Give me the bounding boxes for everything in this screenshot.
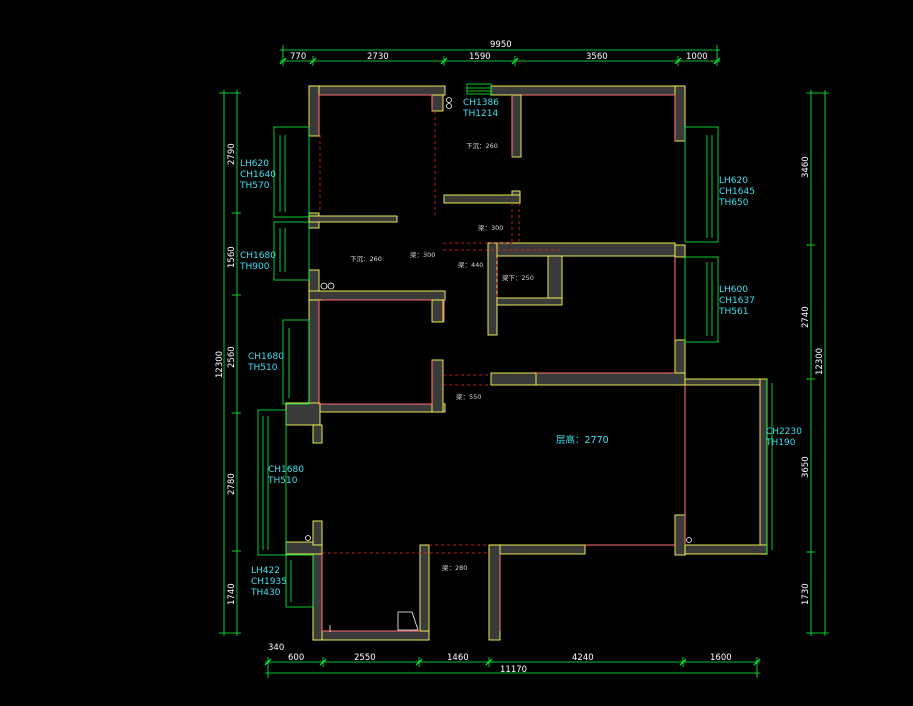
dim-bottom-seg: 2550 xyxy=(354,653,376,663)
annot-right-window-2-lh: LH600 xyxy=(719,285,748,295)
annot-left-window-1-th: TH570 xyxy=(239,181,270,191)
note-beam-under: 梁下：250 xyxy=(502,273,534,282)
annot-left-window-1-ch: CH1640 xyxy=(240,170,276,180)
annot-left-window-5-lh: LH422 xyxy=(251,566,280,576)
annot-left-window-3-th: TH510 xyxy=(247,363,278,373)
annot-left-window-2-ch: CH1680 xyxy=(240,251,276,261)
dim-top-seg: 1000 xyxy=(686,52,708,62)
dim-bottom-seg: 600 xyxy=(288,653,304,663)
dim-bottom-seg: 1460 xyxy=(447,653,469,663)
dim-left-seg: 2790 xyxy=(227,143,237,165)
walls xyxy=(285,85,768,641)
annot-right-window-1-ch: CH1645 xyxy=(719,187,755,197)
dim-left-seg: 1740 xyxy=(227,583,237,605)
annot-left-window-5-th: TH430 xyxy=(250,588,281,598)
annot-right-window-1-th: TH650 xyxy=(718,198,749,208)
dim-bottom-seg: 1600 xyxy=(710,653,732,663)
annot-top-window-th: TH1214 xyxy=(462,109,498,119)
annot-left-window-4-ch: CH1680 xyxy=(268,465,304,475)
annot-right-window-2-ch: CH1637 xyxy=(719,296,755,306)
fixtures xyxy=(305,97,692,632)
note-sunken-2: 下沉：260 xyxy=(350,255,382,263)
dim-bottom-extra: 340 xyxy=(268,643,284,653)
dim-left-seg: 2560 xyxy=(227,346,237,368)
note-beam-5: 梁：280 xyxy=(442,563,467,572)
dim-right-seg: 2740 xyxy=(801,306,811,328)
dim-right-seg: 3650 xyxy=(801,456,811,478)
dim-bottom-seg: 4240 xyxy=(572,653,594,663)
annot-left-window-4-th: TH510 xyxy=(267,476,298,486)
dim-left-seg: 2780 xyxy=(227,473,237,495)
inner-wall-lines xyxy=(318,94,686,632)
dim-top-seg: 1590 xyxy=(469,52,491,62)
window-annotations: CH1386 TH1214 LH620 CH1640 TH570 CH1680 … xyxy=(239,98,802,598)
annot-left-window-5-ch: CH1935 xyxy=(251,577,287,587)
dim-top-seg: 2730 xyxy=(367,52,389,62)
annot-right-window-3-ch: CH2230 xyxy=(766,427,802,437)
note-beam-3: 梁：440 xyxy=(458,260,483,269)
dim-top-seg: 3560 xyxy=(586,52,608,62)
annot-right-window-3-th: TH190 xyxy=(765,438,796,448)
annot-right-window-1-lh: LH620 xyxy=(719,176,748,186)
annot-left-window-2-th: TH900 xyxy=(239,262,270,272)
windows xyxy=(257,83,773,608)
dim-left-seg: 1560 xyxy=(227,246,237,268)
beam-notes: 下沉：260 梁：300 下沉：260 梁：300 梁：440 梁下：250 梁… xyxy=(350,142,534,572)
dim-right-seg: 3460 xyxy=(801,156,811,178)
dim-bottom-total: 11170 xyxy=(500,665,527,675)
annot-left-window-3-ch: CH1680 xyxy=(248,352,284,362)
note-beam-4: 梁：550 xyxy=(456,392,481,401)
dim-left-total: 12300 xyxy=(215,351,225,378)
ceiling-height-label: 层高：2770 xyxy=(556,434,609,446)
dim-right-seg: 1730 xyxy=(801,583,811,605)
dim-top-seg: 770 xyxy=(290,52,306,62)
dim-right-total: 12300 xyxy=(815,348,825,375)
note-sunken-1: 下沉：260 xyxy=(466,142,498,150)
annot-right-window-2-th: TH561 xyxy=(718,307,748,317)
dim-top-total: 9950 xyxy=(490,40,512,50)
annot-top-window-ch: CH1386 xyxy=(463,98,499,108)
note-beam-2: 梁：300 xyxy=(410,250,435,259)
annot-left-window-1-lh: LH620 xyxy=(240,159,269,169)
beam-lines xyxy=(319,111,560,554)
note-beam-1: 梁：300 xyxy=(478,223,503,232)
